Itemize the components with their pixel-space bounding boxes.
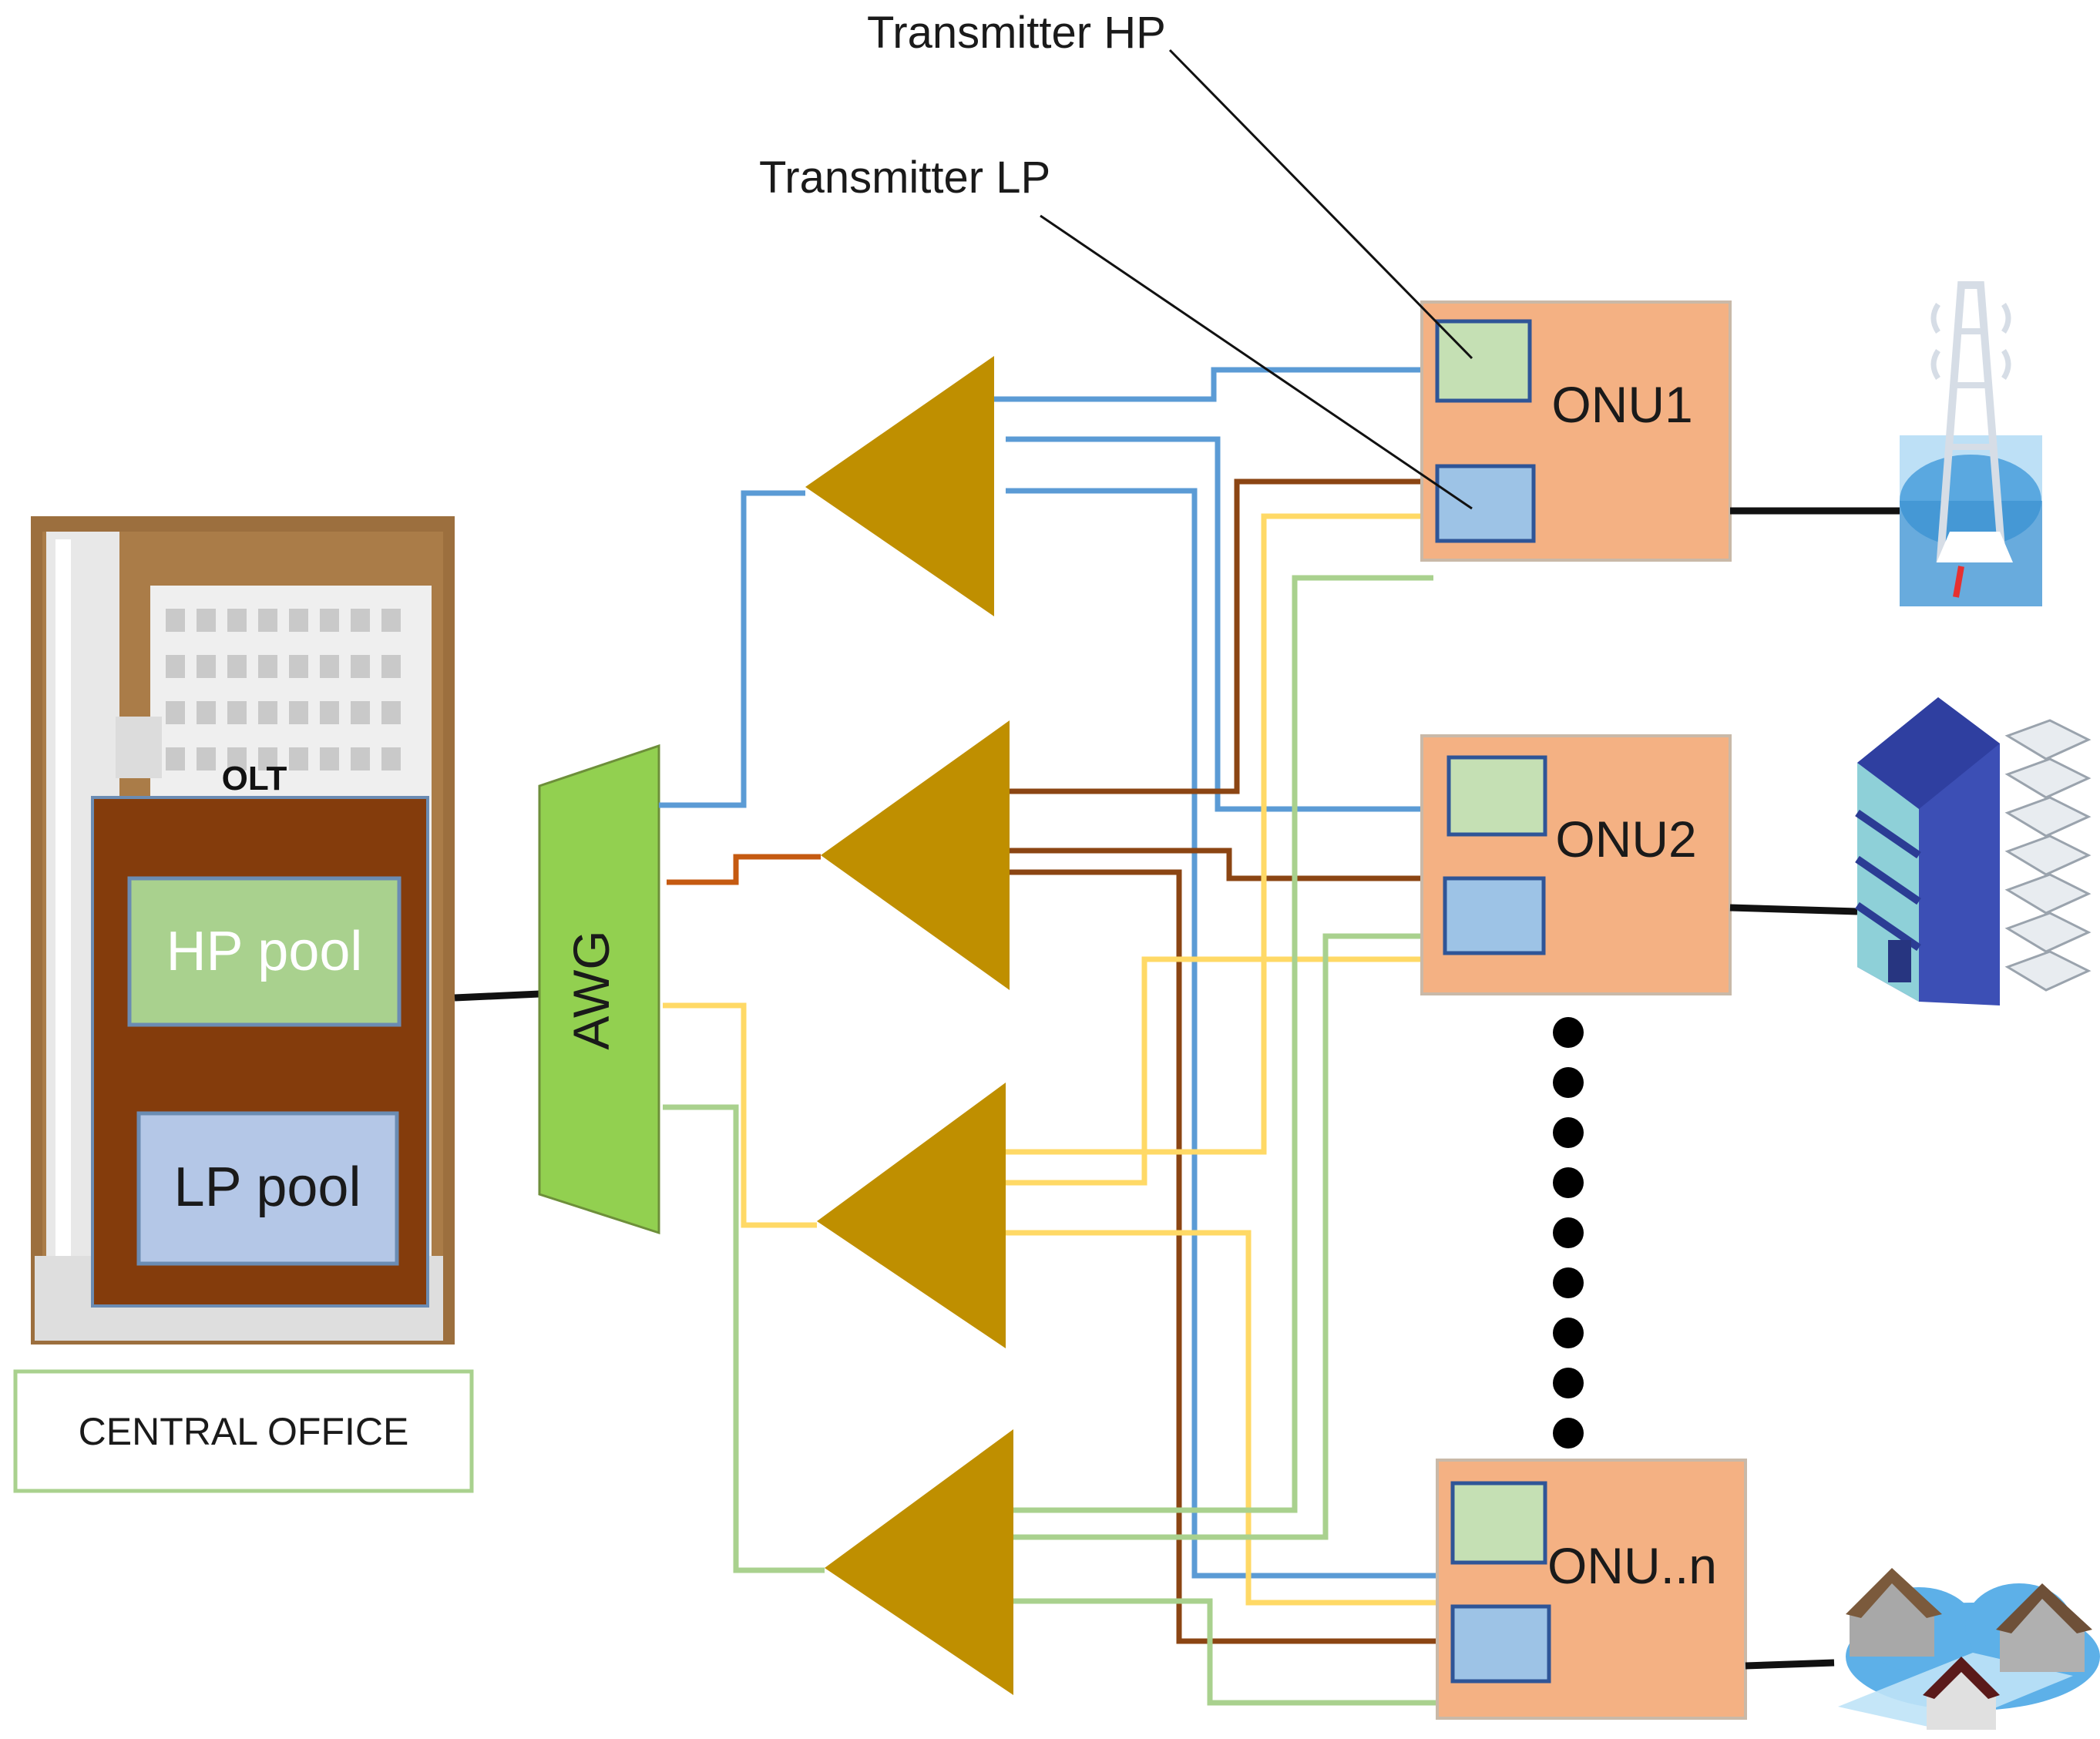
amp4-onu2	[1002, 933, 1433, 1540]
onun-tx-hp	[1450, 1481, 1547, 1565]
amp3-onu2	[1006, 956, 1426, 1186]
awg-amp3-line	[663, 1002, 817, 1228]
onu2-tx-hp	[1446, 755, 1547, 837]
central-office-label: CENTRAL OFFICE	[79, 1410, 409, 1453]
onu2-tx-lp	[1443, 876, 1546, 955]
amp3-onu1	[1006, 513, 1426, 1155]
amp4-onun	[1006, 1598, 1483, 1706]
olt-building: OLT HP pool LP pool	[31, 516, 455, 1345]
amp1-onu1-hp	[994, 367, 1433, 402]
amp3-onun	[1006, 1230, 1441, 1606]
onu-2: ONU2	[1420, 734, 1732, 995]
onu1-tx-hp	[1435, 319, 1532, 403]
awg-amp2-line	[667, 854, 821, 885]
awg-amp1-line	[659, 490, 805, 808]
transmitter-hp-leader	[1168, 49, 1473, 360]
hp-pool-box	[127, 876, 402, 1027]
amp4-onu1	[1002, 575, 1433, 1513]
transmitter-lp-leader	[1040, 214, 1473, 510]
amplifier-1	[805, 356, 994, 616]
amp2-onu2-lp	[1010, 848, 1449, 881]
olt-awg-link	[454, 990, 540, 1002]
ellipsis-dots	[1553, 1017, 1584, 1449]
transmitter-lp-label: Transmitter LP	[759, 153, 1050, 203]
onu2-label: ONU2	[1555, 811, 1696, 868]
cell-tower-icon	[1900, 281, 2042, 606]
amp1-onu2-hp	[1006, 436, 1433, 812]
server-stack	[2004, 719, 2092, 992]
office-building-icon	[1855, 697, 2092, 1005]
onu1-label: ONU1	[1551, 376, 1692, 433]
awg-amp4-line	[663, 1104, 825, 1573]
olt-grid	[166, 609, 401, 770]
lp-pool-label: LP pool	[174, 1157, 361, 1218]
amplifier-4	[825, 1429, 1013, 1695]
onun-tx-lp	[1450, 1604, 1551, 1684]
onu-1: ONU1	[1420, 300, 1732, 562]
onu1-tx-lp	[1435, 464, 1536, 543]
lp-pool-box	[136, 1111, 399, 1266]
amplifier-3	[817, 1083, 1006, 1348]
onu-n: ONU..n	[1436, 1459, 1747, 1720]
amp2-onun-lp	[1010, 869, 1480, 1644]
onu2-user-link	[1729, 904, 1858, 915]
awg	[538, 744, 660, 1235]
amp1-onun-hp	[1006, 488, 1472, 1579]
olt-label: OLT	[222, 760, 287, 797]
hp-pool-label: HP pool	[166, 921, 363, 982]
onun-user-link	[1745, 1659, 1835, 1670]
onun-label: ONU..n	[1547, 1537, 1717, 1594]
transmitter-hp-label: Transmitter HP	[867, 8, 1166, 58]
cloud-houses-icon	[1838, 1568, 2100, 1730]
awg-label: AWG	[563, 930, 620, 1049]
amp2-onu1-lp	[1010, 478, 1449, 794]
amplifier-2	[821, 720, 1010, 990]
central-office-box	[13, 1369, 474, 1493]
